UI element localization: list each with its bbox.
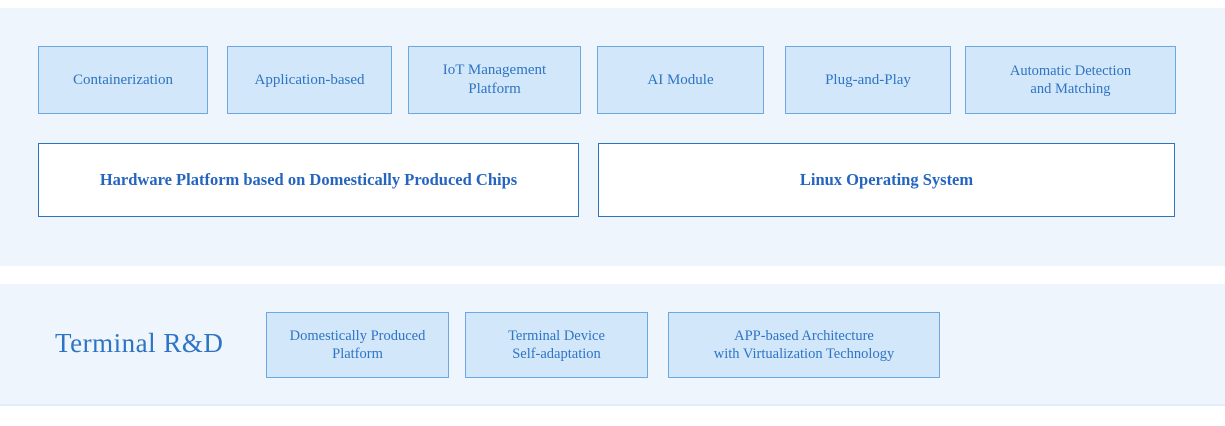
terminal-box-domestically-produced-platform: Domestically Produced Platform	[266, 312, 449, 378]
feature-box-label: Application-based	[254, 71, 365, 88]
terminal-box-label: Domestically Produced Platform	[289, 327, 426, 362]
terminal-rd-title: Terminal R&D	[55, 328, 224, 358]
feature-box-label: Plug-and-Play	[825, 71, 911, 88]
feature-box-containerization: Containerization	[38, 46, 208, 114]
base-box-label: Linux Operating System	[799, 169, 974, 189]
base-box-label: Hardware Platform based on Domestically …	[99, 169, 518, 189]
feature-box-label: Automatic Detection and Matching	[1009, 62, 1132, 97]
feature-box-ai-module: AI Module	[597, 46, 764, 114]
feature-box-application-based: Application-based	[227, 46, 392, 114]
terminal-box-app-based-architecture: APP-based Architecture with Virtualizati…	[668, 312, 940, 378]
feature-box-label: IoT Management Platform	[442, 62, 547, 97]
feature-box-automatic-detection-and-matching: Automatic Detection and Matching	[965, 46, 1176, 114]
base-box-linux-operating-system: Linux Operating System	[598, 143, 1175, 217]
feature-box-label: AI Module	[647, 71, 714, 88]
feature-box-plug-and-play: Plug-and-Play	[785, 46, 951, 114]
terminal-box-label: APP-based Architecture with Virtualizati…	[713, 327, 895, 362]
base-box-hardware-platform: Hardware Platform based on Domestically …	[38, 143, 579, 217]
terminal-box-terminal-device-self-adaptation: Terminal Device Self-adaptation	[465, 312, 648, 378]
feature-box-label: Containerization	[73, 71, 173, 88]
feature-box-iot-management-platform: IoT Management Platform	[408, 46, 581, 114]
terminal-box-label: Terminal Device Self-adaptation	[508, 327, 605, 362]
